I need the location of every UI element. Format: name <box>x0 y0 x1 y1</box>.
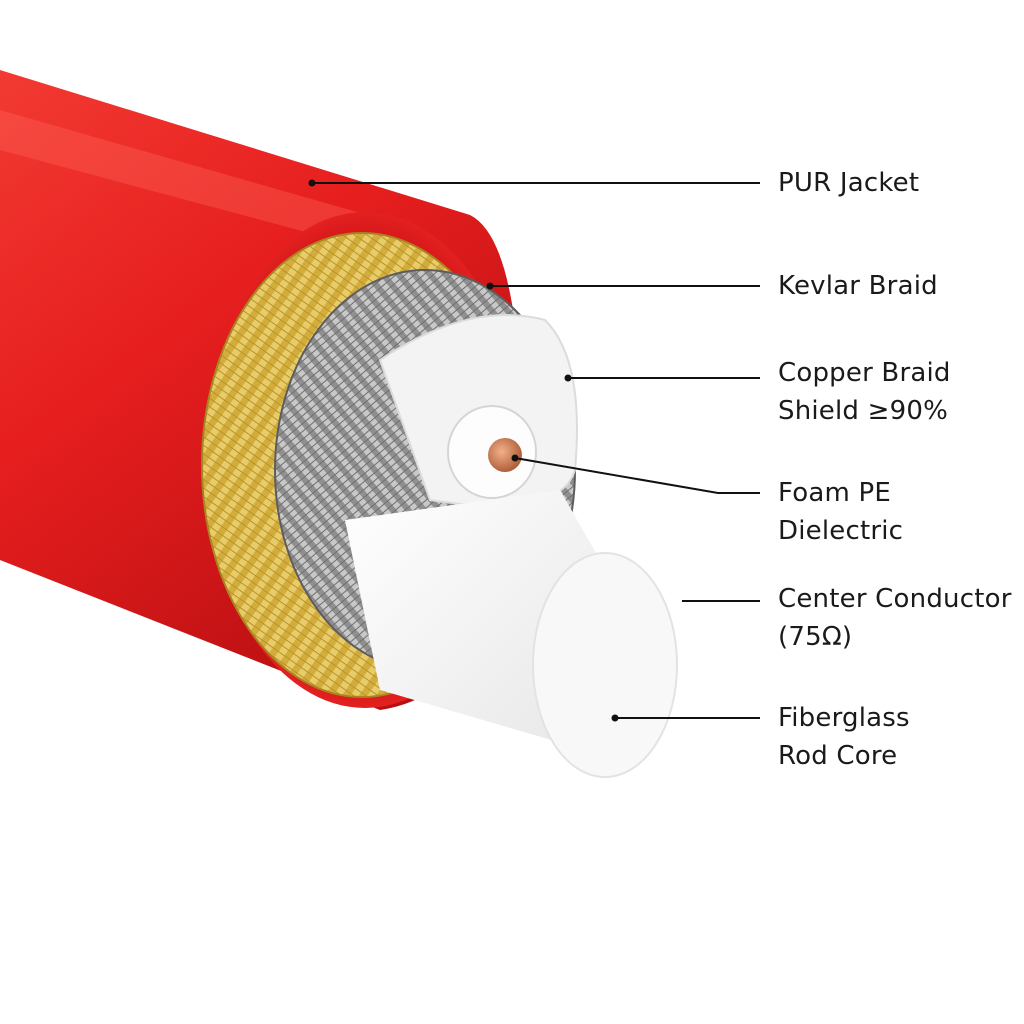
leader-dot <box>564 374 572 382</box>
leader-dot <box>611 714 619 722</box>
label-line: Kevlar Braid <box>778 271 938 301</box>
label-line: Rod Core <box>778 741 898 771</box>
label-line: Shield ≥90% <box>778 396 948 426</box>
leader-dot <box>511 454 519 462</box>
label-line: Copper Braid <box>778 358 951 388</box>
leader-dots <box>308 179 619 722</box>
center-conductor <box>488 438 522 472</box>
label-copper-braid-shield: Copper Braid Shield ≥90% <box>778 354 951 430</box>
label-line: Center Conductor <box>778 584 1012 614</box>
label-line: Foam PE Dielectric <box>778 478 904 546</box>
label-pur-jacket: PUR Jacket <box>778 164 919 202</box>
fiberglass-rod-end <box>532 552 678 778</box>
label-line: (75Ω) <box>778 622 853 652</box>
label-fiberglass-rod-core: Fiberglass Rod Core <box>778 699 910 775</box>
label-foam-pe-dielectric: Foam PE Dielectric <box>778 474 1024 550</box>
leader-foam-dielectric <box>514 457 760 494</box>
jacket-highlight <box>0 110 420 260</box>
label-center-conductor: Center Conductor (75Ω) <box>778 580 1012 656</box>
leader-dot <box>486 282 494 290</box>
label-line: PUR Jacket <box>778 168 920 198</box>
leader-dot <box>308 179 316 187</box>
label-kevlar-braid: Kevlar Braid <box>778 267 938 305</box>
leader-lines <box>312 182 760 719</box>
label-line: Fiberglass <box>778 703 910 733</box>
